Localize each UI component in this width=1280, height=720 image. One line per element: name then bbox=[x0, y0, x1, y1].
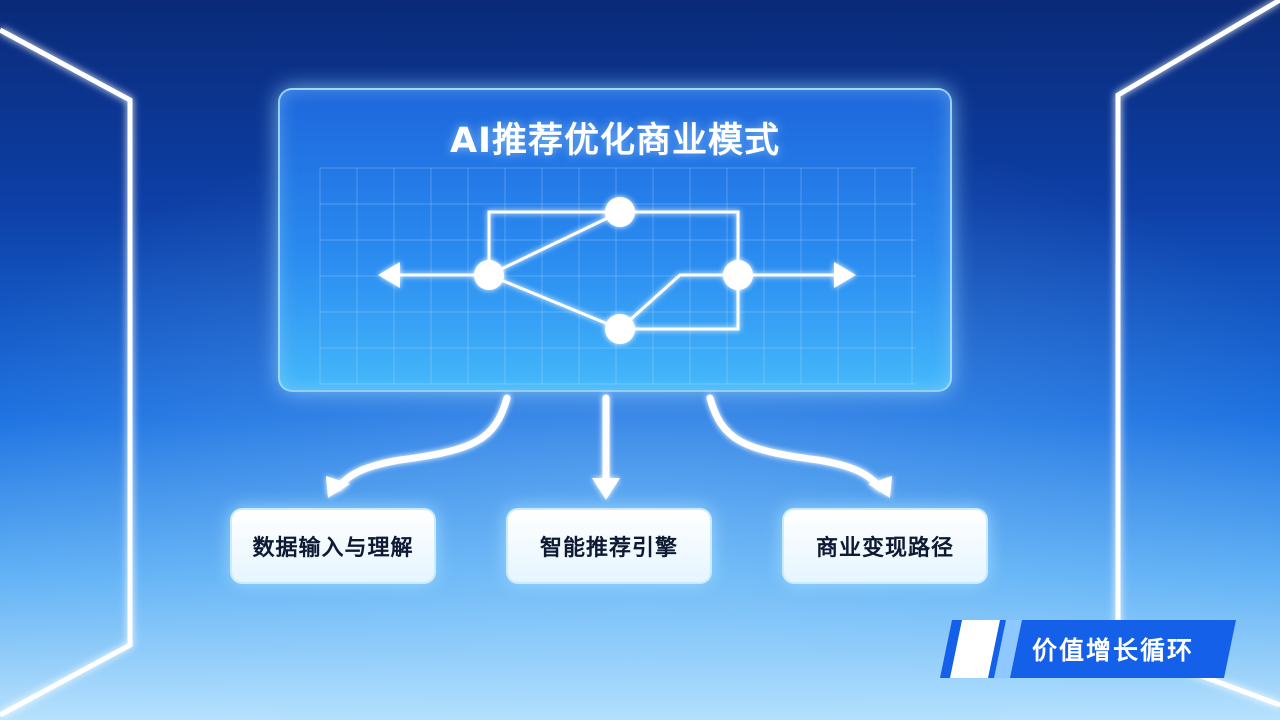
connector-arrowheads bbox=[326, 476, 892, 500]
value-growth-badge: 价值增长循环 bbox=[1031, 636, 1194, 665]
panel-title: AI推荐优化商业模式 bbox=[449, 121, 781, 161]
node-recommendation-engine: 智能推荐引擎 bbox=[506, 508, 712, 584]
left-frame-line bbox=[0, 27, 133, 718]
node-monetization-path: 商业变现路径 bbox=[782, 508, 988, 584]
network-nodes bbox=[474, 197, 753, 344]
connector-arrows bbox=[334, 394, 884, 492]
network-lines bbox=[396, 210, 836, 331]
right-arrowhead bbox=[834, 262, 856, 288]
left-arrowhead bbox=[378, 262, 400, 288]
node-data-input: 数据输入与理解 bbox=[230, 508, 436, 584]
badge-shape bbox=[940, 620, 1236, 678]
